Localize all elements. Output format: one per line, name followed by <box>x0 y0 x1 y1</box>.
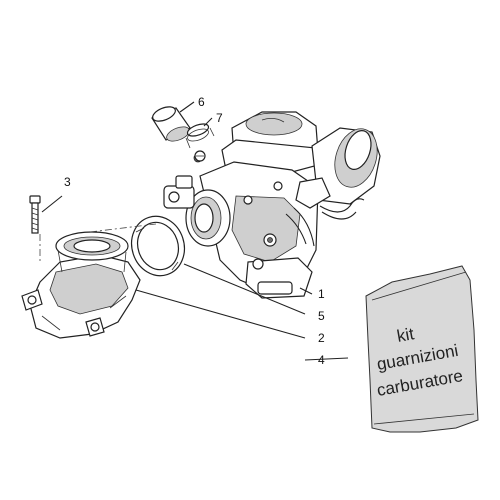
callout-1: 1 <box>318 287 325 301</box>
gasket-ring <box>130 215 186 277</box>
kit-label-line1: kit <box>395 324 415 346</box>
leader-lines <box>39 101 349 361</box>
rubber-sleeve <box>151 106 191 142</box>
callout-4: 4 <box>318 353 325 367</box>
callout-3: 3 <box>64 175 71 189</box>
spring-clip <box>185 123 215 149</box>
carburetor <box>163 111 381 299</box>
bolt <box>29 195 41 234</box>
callout-5: 5 <box>318 309 325 323</box>
callout-6: 6 <box>198 95 205 109</box>
intake-manifold <box>21 231 141 339</box>
callout-7: 7 <box>216 111 223 125</box>
callout-2: 2 <box>318 331 325 345</box>
gasket-kit-bag: kit guarnizioni carburatore <box>365 265 479 433</box>
